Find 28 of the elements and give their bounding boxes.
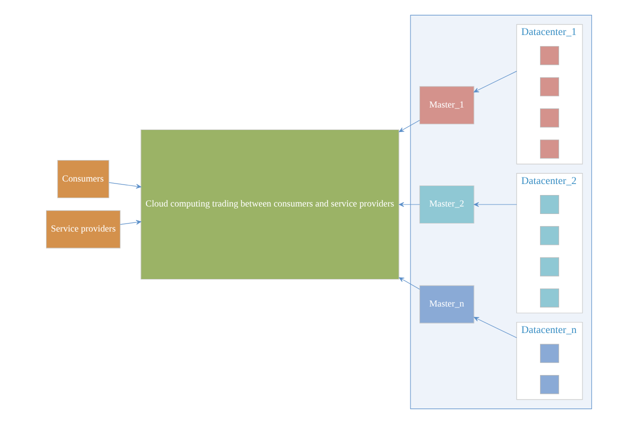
node-box: Master_1 [419, 86, 474, 124]
cluster [410, 14, 592, 410]
node-box [540, 344, 560, 363]
arrow [474, 316, 517, 338]
arrow [474, 70, 517, 92]
node-box: Consumers [57, 160, 110, 198]
node-box [540, 140, 560, 159]
node-box [540, 46, 560, 66]
cluster: Datacenter_n [516, 322, 583, 400]
node-box [540, 288, 560, 308]
node-box: Master_n [419, 285, 474, 324]
node-box: Service providers [46, 210, 120, 248]
arrow [108, 182, 142, 189]
arrow [474, 202, 517, 207]
node-box [540, 108, 560, 128]
arrow [120, 220, 142, 225]
node-box [540, 257, 560, 276]
node-box: Cloud computing trading between consumers and service providers [140, 129, 400, 280]
cluster: Datacenter_2 [516, 173, 583, 314]
node-box [540, 77, 560, 96]
node-box: Master_2 [419, 185, 474, 224]
node-box [540, 194, 560, 214]
node-box [540, 226, 560, 246]
node-box [540, 375, 560, 394]
arrow [398, 277, 420, 290]
arrow [398, 202, 420, 207]
cluster: Datacenter_1 [516, 24, 583, 164]
arrow [398, 120, 420, 132]
